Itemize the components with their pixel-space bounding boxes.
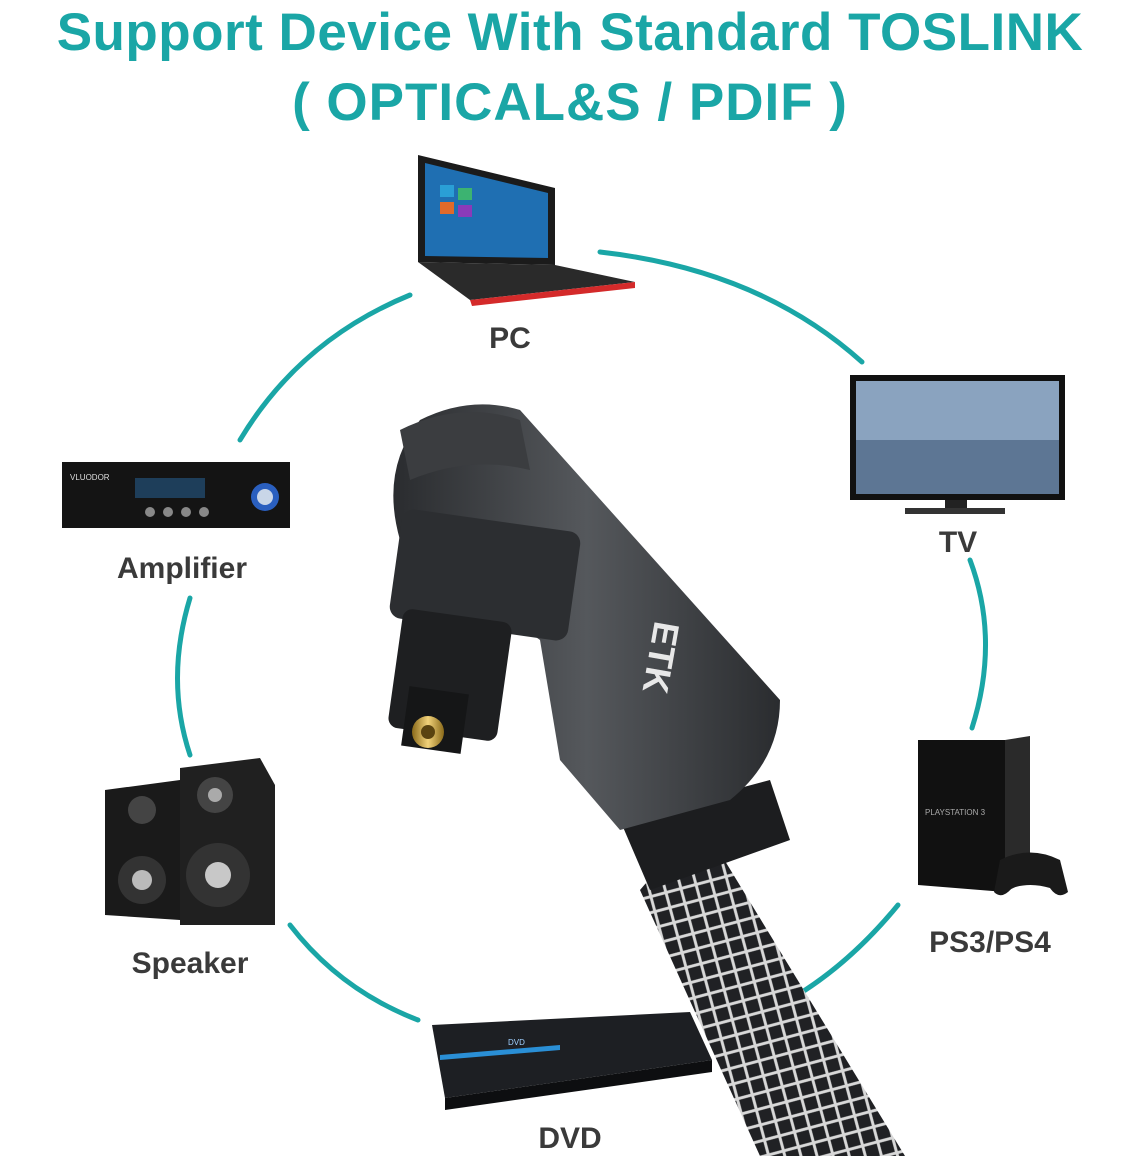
amplifier-image: VLUODOR [62,462,290,528]
speakers-image [105,758,275,925]
heading-line-2: ( OPTICAL&S / PDIF ) [292,73,848,132]
dvd-logo: DVD [508,1038,525,1047]
ring-arc-speaker-amp [175,595,193,758]
dvd-player-image: DVD [432,1012,712,1110]
label-amplifier: Amplifier [116,552,248,585]
label-dvd: DVD [538,1122,602,1155]
tv-image [850,375,1065,514]
ring-arc-amp-pc [237,292,413,443]
ring-arc-tv-ps [967,557,988,731]
laptop-image [418,155,635,306]
label-ps3-ps4: PS3/PS4 [929,926,1051,959]
console-brand: PLAYSTATION 3 [925,808,986,817]
ring-arc-dvd-speaker [287,922,421,1023]
ps-console-image: PLAYSTATION 3 [918,736,1068,896]
label-speaker: Speaker [131,947,249,980]
label-pc: PC [489,322,531,355]
heading-line-1: Support Device With Standard TOSLINK [56,3,1084,62]
toslink-cable: ETK [388,404,905,1156]
ring-arc-pc-tv [597,249,865,365]
label-tv: TV [938,526,978,559]
amplifier-brand: VLUODOR [70,473,110,482]
